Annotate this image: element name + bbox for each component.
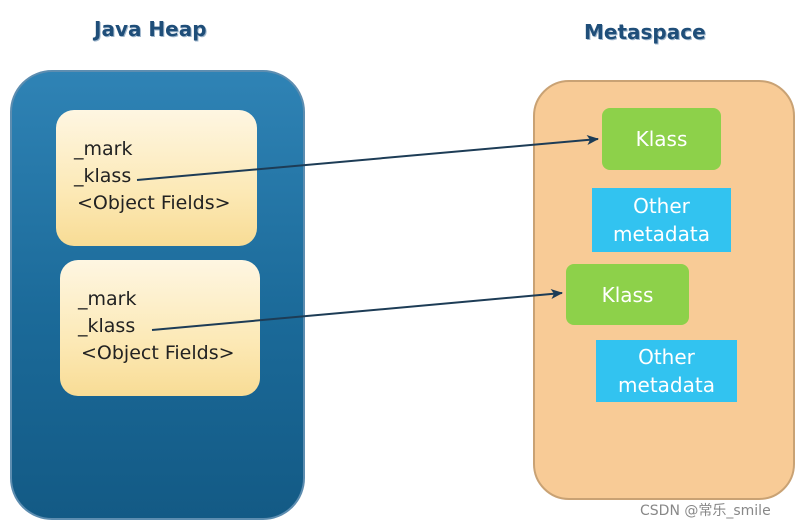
other-metadata-line2: metadata: [613, 222, 710, 246]
watermark: CSDN @常乐_smile: [640, 503, 771, 519]
klass-field: _klass: [74, 165, 132, 187]
object-fields: <Object Fields>: [77, 192, 231, 214]
mark-field: _mark: [74, 138, 133, 160]
mark-field: _mark: [78, 288, 137, 310]
metaspace-title: Metaspace: [584, 20, 706, 44]
klass-box-1: Klass: [602, 108, 721, 170]
other-metadata-line1: Other: [638, 345, 695, 369]
other-metadata-box-2: Other metadata: [596, 340, 737, 402]
heap-object-1: _mark _klass <Object Fields>: [56, 110, 257, 246]
klass-box-2: Klass: [566, 264, 689, 325]
heap-object-2: _mark _klass <Object Fields>: [60, 260, 260, 396]
other-metadata-box-1: Other metadata: [592, 188, 731, 252]
java-heap-title: Java Heap: [94, 17, 207, 41]
object-fields: <Object Fields>: [81, 342, 235, 364]
klass-field: _klass: [78, 315, 136, 337]
other-metadata-line1: Other: [633, 194, 690, 218]
other-metadata-line2: metadata: [618, 373, 715, 397]
